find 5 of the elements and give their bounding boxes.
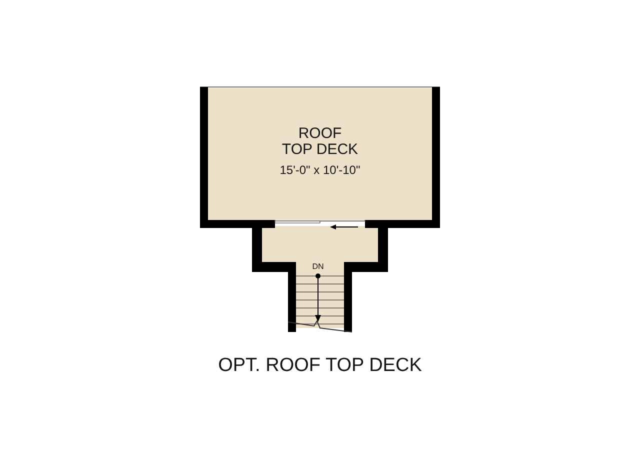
plan-caption: OPT. ROOF TOP DECK bbox=[217, 355, 423, 377]
deck-room bbox=[208, 88, 432, 220]
room-dimensions: 15'-0" x 10'-10" bbox=[278, 164, 362, 177]
room-name: ROOF TOP DECK bbox=[280, 126, 360, 158]
stair-direction-label: DN bbox=[311, 262, 325, 272]
